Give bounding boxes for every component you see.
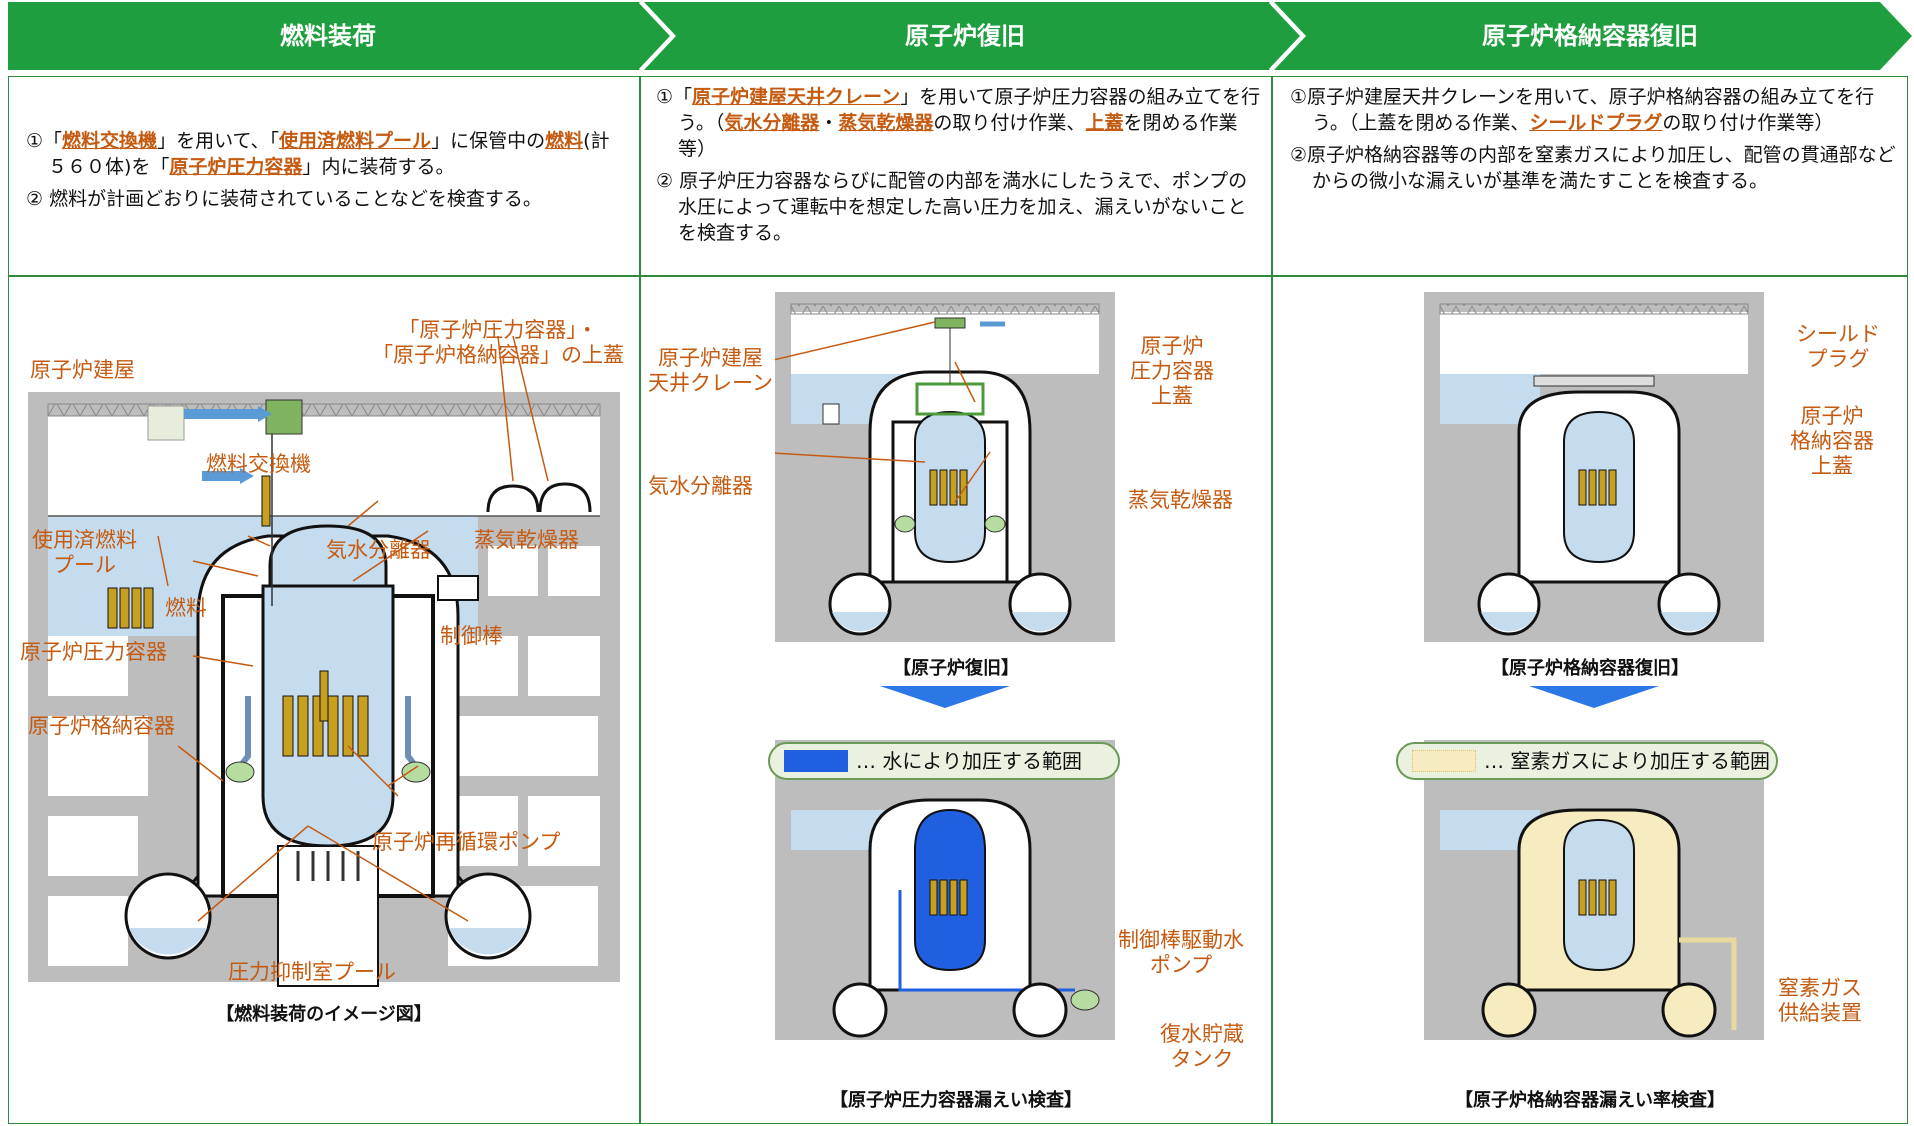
label-steam-separator-2: 気水分離器 [648,474,753,498]
header-chevrons [8,0,1912,72]
desc-pcv-restore: ①原子炉建屋天井クレーンを用いて、原子炉格納容器の組み立てを行う。（上蓋を閉める… [1290,84,1900,200]
label-rpv: 原子炉圧力容器 [20,640,167,664]
desc-item-1: ①「燃料交換機」を用いて、「使用済燃料プール」に保管中の燃料(計５６０体)を「原… [26,130,610,178]
label-shield-plug: シールドプラグ [1796,322,1880,371]
label-steam-dryer: 蒸気乾燥器 [474,528,579,552]
diagram-cell-3 [1272,276,1908,1124]
header-pcv-restore: 原子炉格納容器復旧 [1482,22,1698,50]
label-pcv: 原子炉格納容器 [28,714,175,738]
label-steam-separator: 気水分離器 [326,538,431,562]
caption-fuel-loading: 【燃料装荷のイメージ図】 [216,1004,432,1025]
reactor-restore-diagram [775,292,1115,642]
highlight-term: 気水分離器 [724,112,820,134]
rpv-leak-test-diagram [775,740,1115,1040]
highlight-term: 使用済燃料プール [279,130,432,152]
caption-pcv-leak-rate-test: 【原子炉格納容器漏えい率検査】 [1455,1090,1725,1111]
highlight-term: シールドプラグ [1529,112,1663,134]
legend-water-pressure: … 水により加圧する範囲 [768,742,1120,780]
desc-cell-2 [640,76,1272,276]
desc-fuel-loading: ①「燃料交換機」を用いて、「使用済燃料プール」に保管中の燃料(計５６０体)を「原… [26,128,626,218]
label-condensate-tank: 復水貯蔵タンク [1160,1022,1244,1071]
fuel-loading-diagram [28,335,620,987]
desc-item-2: ② 原子炉圧力容器ならびに配管の内部を満水にしたうえで、ポンプの水圧によって運転… [656,170,1248,244]
caption-reactor-restore: 【原子炉復旧】 [893,658,1019,679]
caption-rpv-leak-test: 【原子炉圧力容器漏えい検査】 [830,1090,1082,1111]
header-reactor-restore: 原子炉復旧 [905,22,1025,50]
caption-pcv-restore: 【原子炉格納容器復旧】 [1491,658,1689,679]
highlight-term: 燃料交換機 [62,130,158,152]
desc-reactor-restore: ①「原子炉建屋天井クレーン」を用いて原子炉圧力容器の組み立てを行う。（気水分離器… [656,84,1264,252]
desc-item-2: ② 燃料が計画どおりに装荷されていることなどを検査する。 [26,188,542,210]
legend-swatch-yellow [1412,750,1476,772]
header-banner: 燃料装荷 原子炉復旧 原子炉格納容器復旧 [0,0,1914,72]
highlight-term: 原子炉建屋天井クレーン [692,86,901,108]
label-fuel-handling-machine: 燃料交換機 [206,452,311,476]
pcv-restore-diagram [1424,292,1764,642]
legend-nitrogen-text: … 窒素ガスにより加圧する範囲 [1484,749,1770,773]
down-arrow-3 [1529,686,1659,708]
label-upper-lid: 「原子炉圧力容器」・「原子炉格納容器」の上蓋 [372,318,624,367]
label-reactor-building: 原子炉建屋 [30,358,135,382]
label-suppression-pool: 圧力抑制室プール [228,960,396,984]
label-spent-fuel-pool: 使用済燃料プール [32,528,137,577]
desc-item-1: ①「原子炉建屋天井クレーン」を用いて原子炉圧力容器の組み立てを行う。（気水分離器… [656,86,1261,160]
highlight-term: 燃料 [545,130,584,152]
label-rpv-lid: 原子炉圧力容器上蓋 [1130,334,1214,408]
label-ceiling-crane: 原子炉建屋天井クレーン [648,346,773,395]
desc-cell-1 [8,76,640,276]
label-steam-dryer-2: 蒸気乾燥器 [1128,488,1233,512]
label-pcv-lid: 原子炉格納容器上蓋 [1790,404,1874,478]
diagram-cell-1 [8,276,640,1124]
desc-cell-3 [1272,76,1908,276]
label-nitrogen-supply: 窒素ガス供給装置 [1778,976,1862,1025]
legend-nitrogen-pressure: … 窒素ガスにより加圧する範囲 [1396,742,1778,780]
label-recirc-pump: 原子炉再循環ポンプ [372,830,561,854]
legend-swatch-blue [784,750,848,772]
highlight-term: 蒸気乾燥器 [838,112,934,134]
legend-water-text: … 水により加圧する範囲 [856,749,1082,773]
label-fuel: 燃料 [165,596,207,620]
label-control-rod: 制御棒 [440,624,503,648]
down-arrow-2 [880,686,1010,708]
highlight-term: 原子炉圧力容器 [169,156,303,178]
desc-item-2: ②原子炉格納容器等の内部を窒素ガスにより加圧し、配管の貫通部などからの微小な漏え… [1290,144,1896,192]
label-crd-pump: 制御棒駆動水ポンプ [1118,928,1244,977]
header-fuel-loading: 燃料装荷 [280,22,376,50]
highlight-term: 上蓋 [1085,112,1124,134]
pcv-leak-rate-test-diagram [1424,740,1764,1040]
desc-item-1: ①原子炉建屋天井クレーンを用いて、原子炉格納容器の組み立てを行う。（上蓋を閉める… [1290,86,1875,134]
diagram-cell-2 [640,276,1272,1124]
